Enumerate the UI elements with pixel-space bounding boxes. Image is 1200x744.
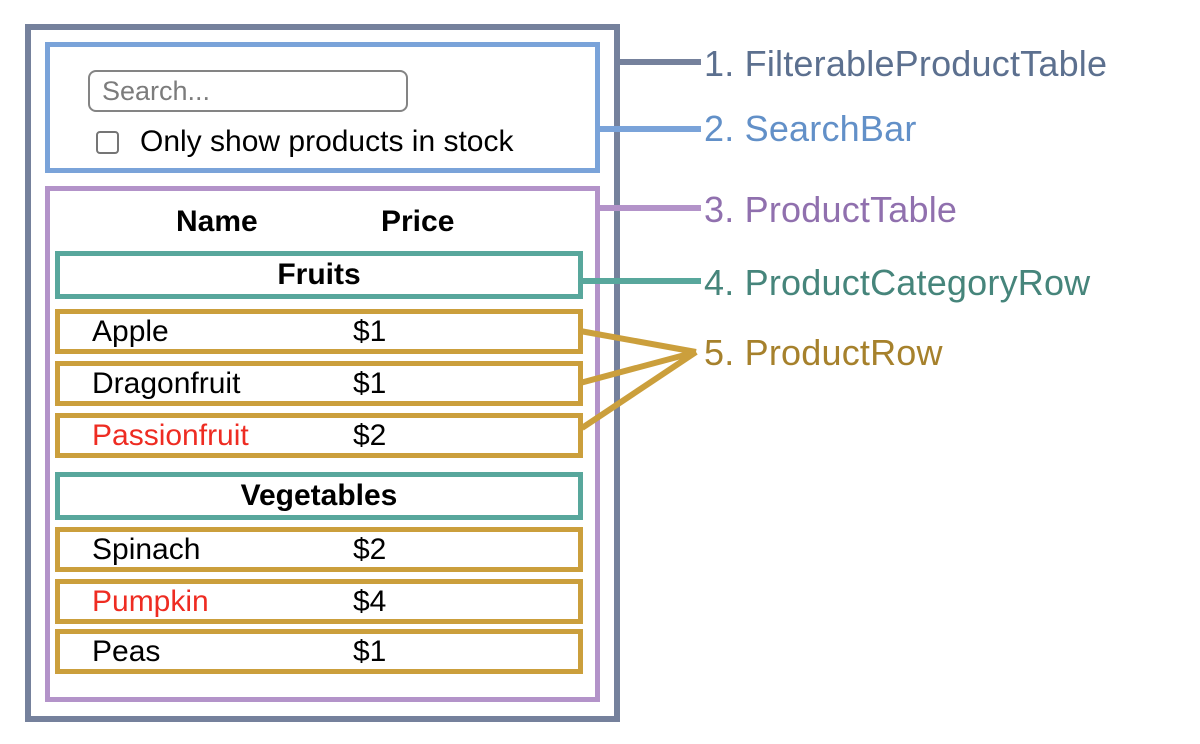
product-row-apple: Apple $1 — [55, 309, 583, 354]
product-row-passionfruit: Passionfruit $2 — [55, 413, 583, 458]
product-name: Dragonfruit — [92, 366, 241, 400]
legend-label-product-category-row: 4. ProductCategoryRow — [704, 262, 1091, 303]
category-label: Vegetables — [240, 479, 398, 512]
stock-checkbox[interactable] — [96, 130, 119, 154]
product-name: Passionfruit — [92, 418, 249, 452]
search-input[interactable] — [88, 70, 408, 112]
stock-checkbox-label: Only show products in stock — [140, 125, 514, 158]
product-name: Peas — [92, 634, 161, 668]
product-price: $1 — [353, 314, 387, 348]
legend-label-search-bar: 2. SearchBar — [704, 108, 917, 149]
legend-label-product-row: 5. ProductRow — [704, 332, 943, 373]
search-bar-outline: Only show products in stock — [45, 42, 600, 173]
product-price: $1 — [353, 634, 387, 668]
product-row-peas: Peas $1 — [55, 629, 583, 674]
category-label: Fruits — [277, 258, 361, 291]
product-row-dragonfruit: Dragonfruit $1 — [55, 361, 583, 406]
filterable-product-table-outline: Only show products in stock Name Price F… — [25, 24, 620, 722]
product-category-row-vegetables: Vegetables — [55, 472, 583, 520]
stock-filter-row: Only show products in stock — [96, 125, 514, 158]
product-price: $4 — [353, 584, 387, 618]
product-name: Apple — [92, 314, 169, 348]
legend-label-filterable-product-table: 1. FilterableProductTable — [704, 43, 1108, 84]
product-price: $2 — [353, 532, 387, 566]
product-table-outline: Name Price Fruits Apple $1 Dragonfruit $… — [45, 186, 600, 702]
product-row-spinach: Spinach $2 — [55, 527, 583, 572]
product-name: Pumpkin — [92, 584, 209, 618]
legend-label-product-table: 3. ProductTable — [704, 189, 958, 230]
product-category-row-fruits: Fruits — [55, 251, 583, 299]
product-name: Spinach — [92, 532, 201, 566]
column-header-name: Name — [176, 205, 258, 238]
column-header-price: Price — [381, 205, 455, 238]
product-price: $1 — [353, 366, 387, 400]
product-price: $2 — [353, 418, 387, 452]
product-row-pumpkin: Pumpkin $4 — [55, 579, 583, 624]
